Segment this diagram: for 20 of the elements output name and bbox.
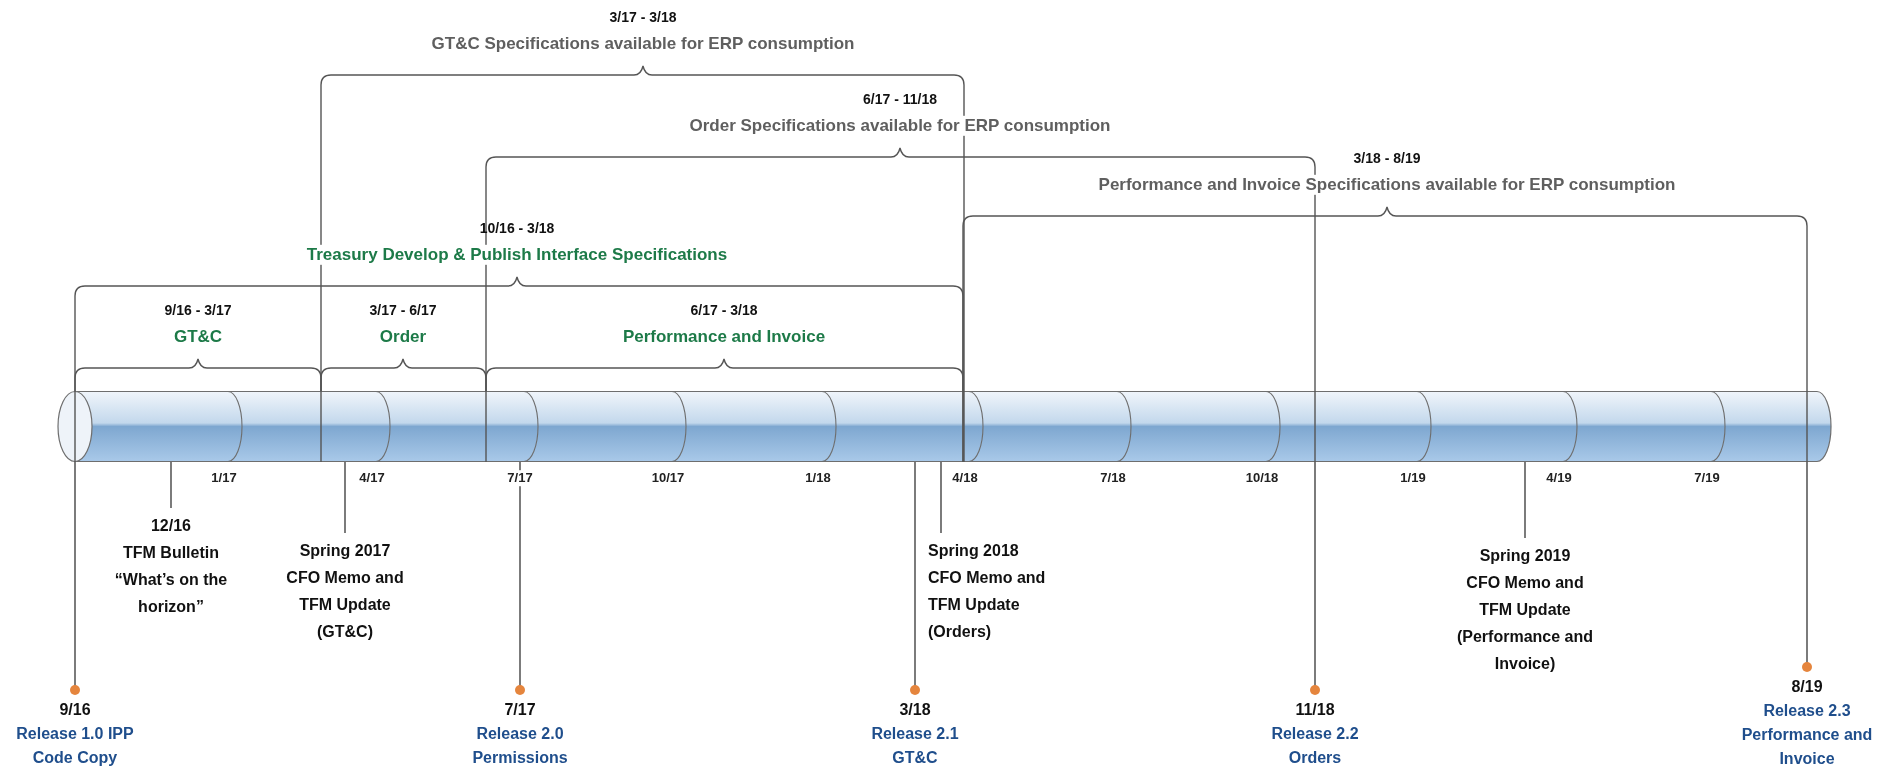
leader-line [170, 461, 172, 509]
pin-line [910, 461, 920, 695]
date-range: 3/18 - 8/19 [1353, 149, 1421, 167]
leader-line [344, 461, 346, 534]
leader-line [1524, 461, 1526, 539]
date-range: 6/17 - 3/18 [690, 301, 758, 319]
date-range: 3/17 - 6/17 [369, 301, 437, 319]
leader-line [940, 461, 942, 534]
pin-line [1310, 461, 1320, 695]
pin-line [1802, 461, 1812, 672]
pin-line [70, 461, 80, 695]
date-range: 3/17 - 3/18 [609, 8, 677, 26]
date-range: 6/17 - 11/18 [863, 90, 937, 108]
specification-title: Order Specifications available for ERP consumption [687, 115, 1113, 137]
phase-title: Treasury Develop & Publish Interface Specifications [304, 244, 730, 266]
pin-line [515, 461, 525, 695]
specification-title: Performance and Invoice Specifications available for ERP consumption [1096, 174, 1678, 196]
date-range: 9/16 - 3/17 [164, 301, 232, 319]
month-tick-label: 7/17 [506, 470, 534, 486]
date-range: 10/16 - 3/18 [479, 219, 555, 237]
